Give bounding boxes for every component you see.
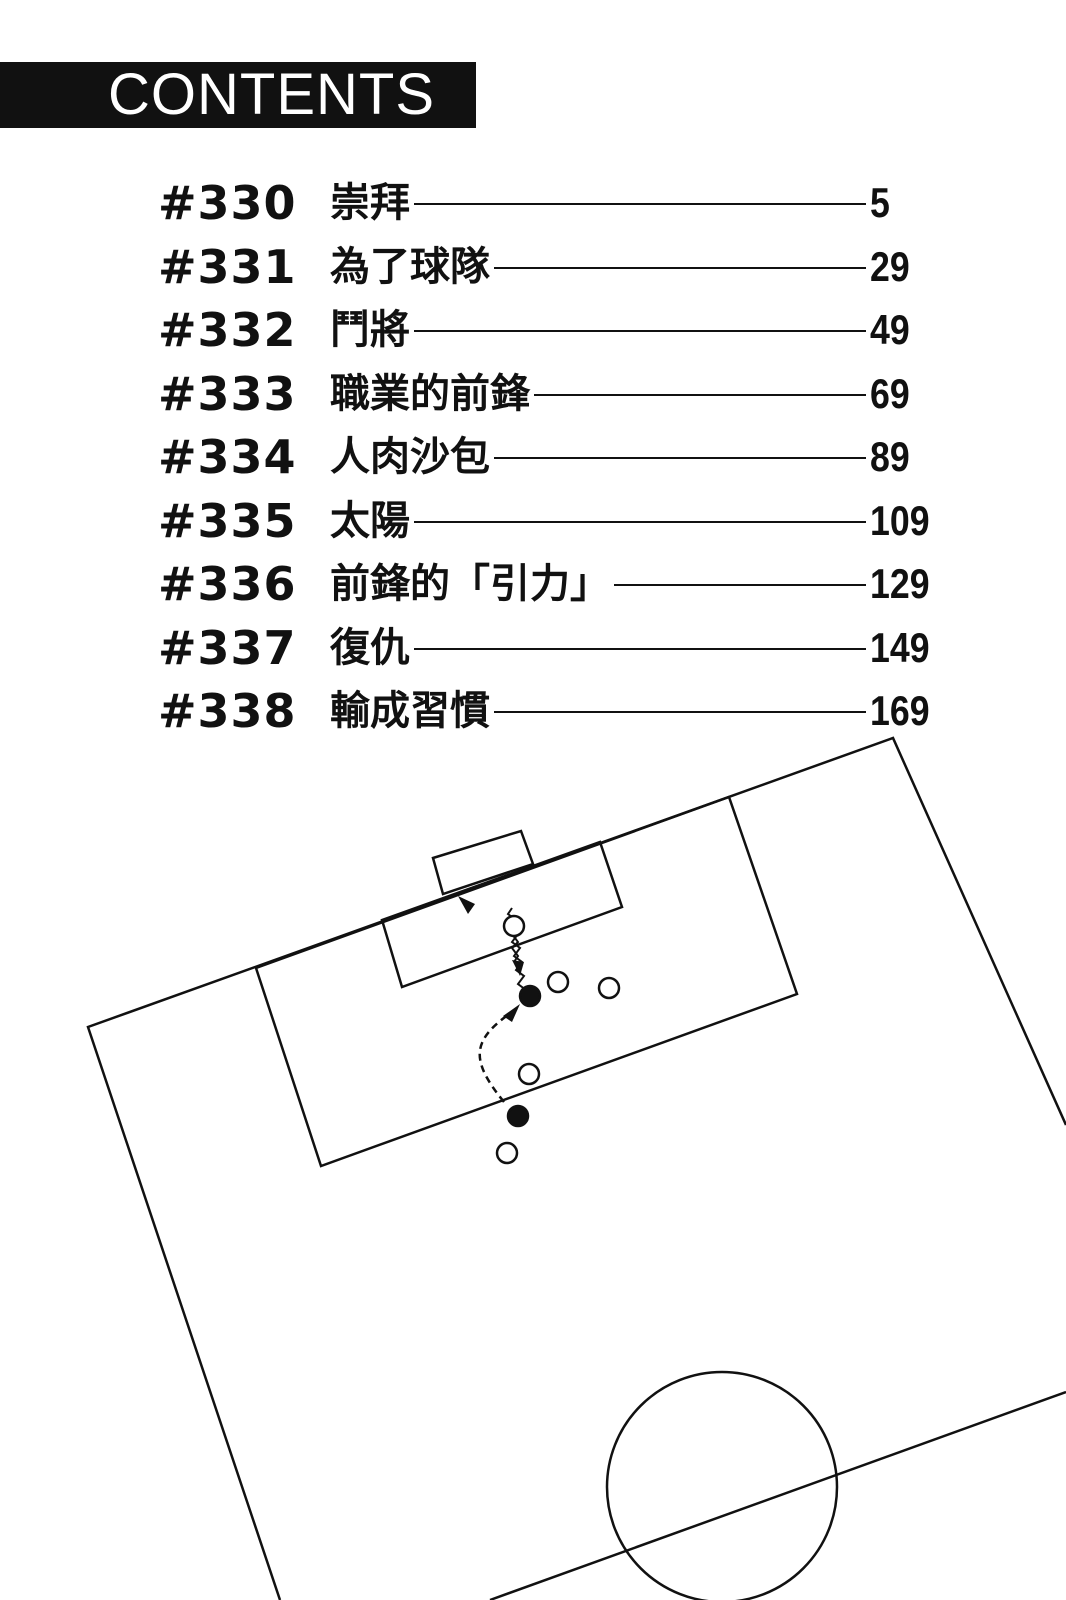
chapter-title: 職業的前鋒	[330, 362, 534, 426]
toc-entry: #330 崇拜 5	[158, 171, 958, 235]
chapter-title: 鬥將	[330, 298, 414, 362]
header-bar	[0, 62, 476, 128]
leader-line	[358, 203, 866, 205]
toc-entry: #336 前鋒的「引力」 129	[158, 552, 958, 616]
chapter-title: 崇拜	[330, 171, 414, 235]
leader-line	[358, 267, 866, 269]
chapter-number: #332	[158, 303, 297, 357]
penalty-box	[254, 795, 799, 1168]
chapter-number: #335	[158, 494, 297, 548]
chapter-number: #333	[158, 367, 297, 421]
opponent-player	[495, 1141, 519, 1165]
table-of-contents: #330 崇拜 5 #331 為了球隊 29 #332 鬥將 49 #333 職…	[0, 0, 1066, 760]
page-number: 49	[870, 306, 910, 353]
toc-entry: #332 鬥將 49	[158, 298, 958, 362]
page-number: 29	[870, 243, 910, 290]
page-title: CONTENTS	[108, 62, 435, 127]
pass-arc	[478, 1008, 516, 1103]
goal	[431, 829, 535, 896]
chapter-number: #331	[158, 240, 297, 294]
opponent-player	[546, 970, 570, 994]
pass-arrowhead	[503, 1004, 520, 1022]
chapter-number: #334	[158, 430, 297, 484]
dribble-path-short	[510, 933, 520, 963]
goal-area	[380, 840, 624, 989]
halfway-line	[489, 1390, 1066, 1600]
toc-entry: #334 人肉沙包 89	[158, 425, 958, 489]
dribble-arrowhead-bottom	[512, 960, 524, 976]
opponent-player	[597, 976, 621, 1000]
opponent-player	[517, 1062, 541, 1086]
pitch-boundary	[86, 736, 1066, 1600]
opponent-player	[502, 914, 526, 938]
chapter-title: 太陽	[330, 489, 414, 553]
page-number: 109	[870, 497, 930, 544]
chapter-number: #338	[158, 684, 297, 738]
page-number: 129	[870, 560, 930, 607]
center-circle	[605, 1370, 839, 1600]
page-number: 5	[870, 179, 890, 226]
toc-entry: #337 復仇 149	[158, 616, 958, 680]
page-number: 149	[870, 624, 930, 671]
leader-line	[358, 394, 866, 396]
attacking-player	[506, 1104, 530, 1128]
leader-line	[358, 330, 866, 332]
leader-line	[358, 457, 866, 459]
attacking-player	[518, 984, 542, 1008]
leader-line	[358, 711, 866, 713]
toc-entry: #331 為了球隊 29	[158, 235, 958, 299]
page-number: 69	[870, 370, 910, 417]
chapter-number: #330	[158, 176, 297, 230]
toc-entry: #338 輸成習慣 169	[158, 679, 958, 743]
chapter-title: 為了球隊	[330, 235, 494, 299]
chapter-number: #336	[158, 557, 297, 611]
dribble-arrowhead-top	[458, 896, 475, 914]
chapter-title: 復仇	[330, 616, 414, 680]
page-number: 169	[870, 687, 930, 734]
chapter-title: 前鋒的「引力」	[330, 552, 614, 616]
leader-line	[358, 521, 866, 523]
chapter-number: #337	[158, 621, 297, 675]
toc-entry: #335 太陽 109	[158, 489, 958, 553]
leader-line	[358, 648, 866, 650]
chapter-title: 人肉沙包	[330, 425, 494, 489]
chapter-title: 輸成習慣	[330, 679, 494, 743]
toc-entry: #333 職業的前鋒 69	[158, 362, 958, 426]
page-number: 89	[870, 433, 910, 480]
